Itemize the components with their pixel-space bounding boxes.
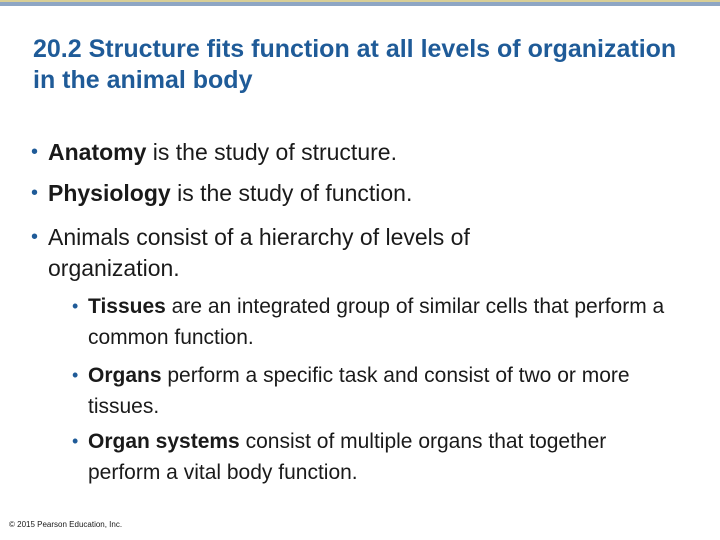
bullet-physiology: • Physiology is the study of function. [31, 178, 688, 209]
slide-title: 20.2 Structure fits function at all leve… [33, 35, 677, 94]
sub-bullet-text: are an integrated group of similar cells… [88, 295, 665, 349]
bullet-hierarchy: • Animals consist of a hierarchy of level… [31, 222, 578, 284]
sub-bullet-term: Tissues [88, 295, 166, 318]
sub-bullet-organ-systems: • Organ systems consist of multiple organ… [72, 426, 648, 488]
bullet-dot: • [31, 141, 39, 163]
bullet-anatomy: • Anatomy is the study of structure. [31, 137, 688, 168]
bullet-text: is the study of structure. [146, 139, 397, 165]
sub-bullet-term: Organ systems [88, 430, 240, 453]
copyright-notice: © 2015 Pearson Education, Inc. [9, 520, 123, 529]
sub-bullet-dot: • [72, 365, 79, 385]
sub-bullet-text: consist of multiple organs that together… [88, 430, 607, 484]
bullet-term: Anatomy [48, 139, 147, 165]
sub-bullet-dot: • [72, 296, 79, 316]
sub-bullet-organs: • Organs perform a specific task and cons… [72, 360, 673, 422]
bullet-text: is the study of function. [170, 180, 413, 206]
top-accent-bar [0, 0, 720, 6]
sub-bullet-dot: • [72, 431, 79, 451]
bullet-term: Physiology [48, 180, 171, 206]
bullet-dot: • [31, 226, 39, 248]
sub-bullet-term: Organs [88, 364, 162, 387]
sub-bullet-tissues: • Tissues are an integrated group of simi… [72, 291, 698, 353]
bullet-dot: • [31, 182, 39, 204]
sub-bullet-text: perform a specific task and consist of t… [88, 364, 630, 418]
bullet-text: Animals consist of a hierarchy of levels… [48, 224, 470, 281]
